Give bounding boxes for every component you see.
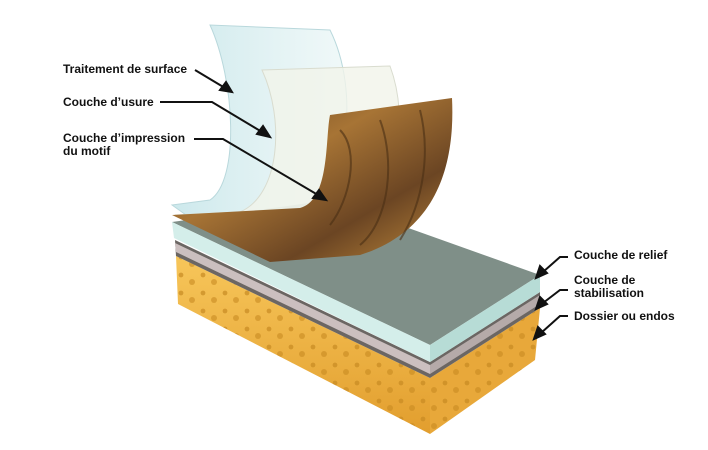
label-relief-layer: Couche de relief (574, 248, 668, 262)
print-layer-sheet (172, 98, 453, 262)
label-stabilisation: Couche de stabilisation (574, 274, 644, 300)
label-wear-layer: Couche d’usure (63, 95, 154, 109)
stabilisation-layer (175, 240, 540, 378)
label-stabilisation-line1: Couche de (574, 273, 636, 287)
label-print-layer: Couche d’impression du motif (63, 132, 185, 158)
leader-arrows (160, 69, 568, 341)
label-print-layer-line1: Couche d’impression (63, 131, 186, 145)
backing-layer (176, 256, 540, 434)
label-print-layer-line2: du motif (63, 144, 111, 158)
label-backing: Dossier ou endos (574, 309, 675, 323)
label-stabilisation-line2: stabilisation (574, 286, 645, 300)
label-surface-treatment: Traitement de surface (63, 62, 188, 76)
